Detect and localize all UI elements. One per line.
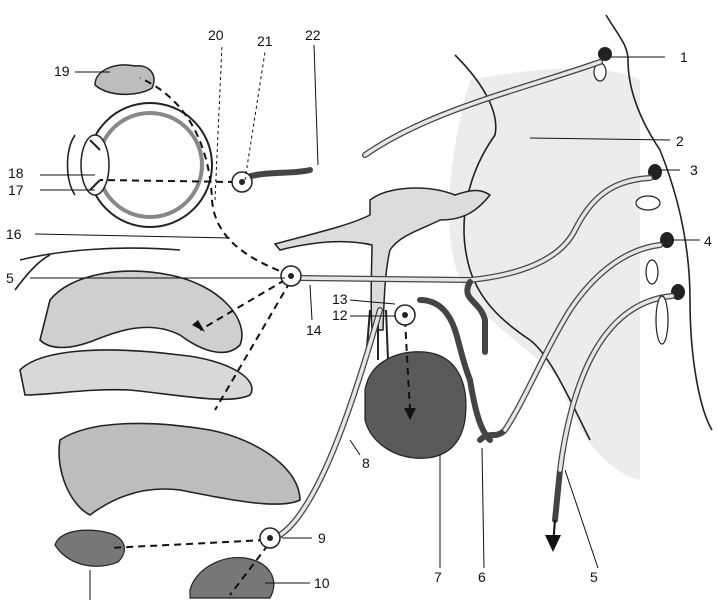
brainstem: [449, 15, 712, 480]
gland-10: [190, 558, 274, 598]
concha-lower: [20, 350, 252, 399]
label-9: 9: [318, 530, 326, 546]
label-7: 7: [434, 569, 442, 585]
tongue: [59, 423, 300, 515]
nasal-cavity: [15, 248, 300, 515]
label-6: 6: [478, 569, 486, 585]
cornea: [68, 135, 76, 195]
label-13: 13: [332, 291, 348, 307]
nucleus-1: [598, 47, 612, 61]
label-4: 4: [704, 233, 712, 249]
vagus-arrowhead: [545, 535, 561, 552]
concha-upper: [40, 271, 242, 352]
label-16: 16: [6, 226, 22, 242]
label-18: 18: [8, 165, 24, 181]
dash-submandibular: [110, 540, 265, 548]
label-2: 2: [676, 133, 684, 149]
ganglion-small-5: [656, 296, 668, 344]
gland-7: [365, 352, 466, 458]
gland-submandibular: [55, 530, 124, 566]
nucleus-small: [636, 196, 660, 210]
ganglion-small-4: [646, 260, 658, 284]
label-1: 1: [680, 49, 688, 65]
label-12: 12: [332, 307, 348, 323]
label-21: 21: [257, 33, 273, 49]
label-20: 20: [208, 27, 224, 43]
label-5-left: 5: [6, 270, 14, 286]
label-22: 22: [305, 27, 321, 43]
label-19: 19: [54, 63, 70, 79]
label-3: 3: [690, 162, 698, 178]
lacrimal-gland: [95, 65, 154, 94]
label-5-bottom: 5: [590, 569, 598, 585]
label-8: 8: [362, 455, 370, 471]
label-14: 14: [306, 322, 322, 338]
label-10: 10: [314, 575, 330, 591]
label-17: 17: [8, 182, 24, 198]
